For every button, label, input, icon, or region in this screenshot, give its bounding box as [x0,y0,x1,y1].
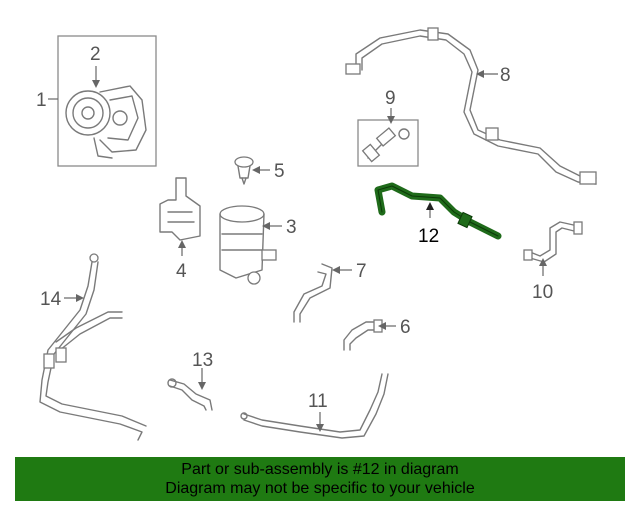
footer-line-2: Diagram may not be specific to your vehi… [165,480,475,497]
callout-5[interactable]: 5 [274,161,285,182]
arrow-9 [387,116,395,124]
part-1-power-steering-pump[interactable] [57,35,157,167]
part-13-hose[interactable] [167,378,213,411]
callout-1[interactable]: 1 [36,90,47,111]
arrow-12 [426,202,434,210]
part-7-hose[interactable] [293,263,333,323]
arrow-11 [316,424,324,432]
callout-12[interactable]: 12 [418,226,439,247]
part-8-pressure-hose[interactable] [345,27,597,185]
arrow-7 [332,266,340,274]
part-14-cooler-pipe[interactable] [39,253,147,441]
part-11-return-pipe[interactable] [240,373,389,439]
callout-7[interactable]: 7 [356,261,367,282]
callout-2[interactable]: 2 [90,44,101,65]
part-12-return-hose[interactable] [374,182,502,240]
callout-10[interactable]: 10 [532,282,553,303]
arrow-5 [252,166,260,174]
callout-13[interactable]: 13 [192,350,213,371]
callout-14[interactable]: 14 [40,289,62,310]
part-10-pipe[interactable] [523,221,583,263]
footer-line-1: Part or sub-assembly is #12 in diagram [181,461,459,478]
callout-8[interactable]: 8 [500,65,511,86]
callout-6[interactable]: 6 [400,317,411,338]
arrow-10 [539,258,547,266]
arrow-13 [198,382,206,390]
part-4-bracket[interactable] [159,177,201,241]
arrow-6 [378,322,386,330]
arrow-8 [476,70,484,78]
part-3-reservoir[interactable] [219,205,277,285]
callout-11[interactable]: 11 [308,391,328,412]
arrow-4 [178,240,186,248]
callout-3[interactable]: 3 [286,217,297,238]
part-9-fitting[interactable] [357,119,419,167]
part-6-elbow-hose[interactable] [343,319,383,351]
arrow-14 [76,294,84,302]
footer-banner: Part or sub-assembly is #12 in diagram D… [15,457,625,501]
arrow-2 [92,80,100,88]
part-5-clip[interactable] [234,156,254,185]
callout-4[interactable]: 4 [176,261,187,282]
arrow-3 [262,222,270,230]
parts-diagram: 1 2 8 9 5 4 [36,27,597,441]
callout-9[interactable]: 9 [385,88,396,109]
